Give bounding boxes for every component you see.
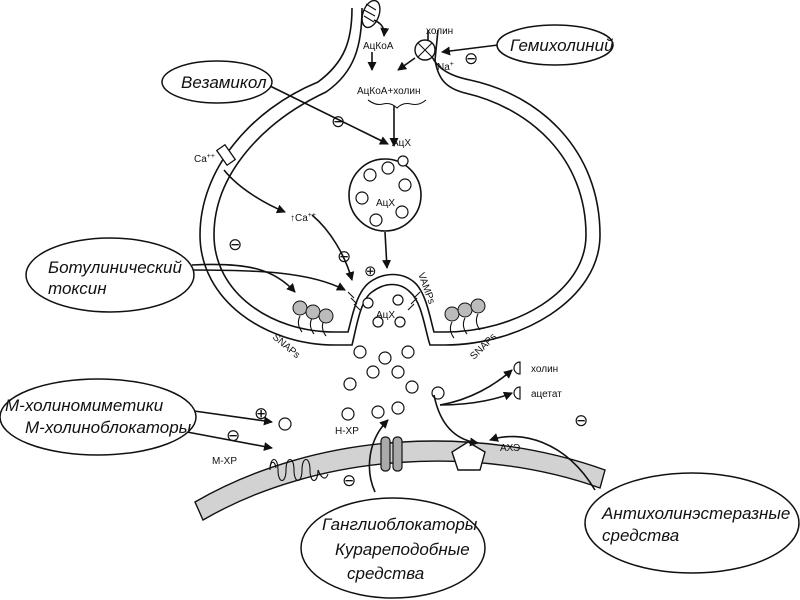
snare-proteins-right	[407, 291, 486, 339]
calcium-channel	[215, 143, 237, 167]
n-receptor-label: Н-ХР	[335, 426, 359, 437]
acetyl-coa-choline-label: АцКоА+холин	[357, 86, 420, 97]
vamps-label: VAMPs	[415, 271, 436, 305]
acetate-label: ацетат	[531, 389, 562, 400]
ca-outer-label: Ca++	[194, 153, 215, 165]
curare-like-label: Курареподобные	[335, 540, 470, 559]
fusing-vesicle-contents	[362, 294, 406, 328]
plus-sign: ⊕	[254, 404, 268, 423]
anticholinesterase-oval	[584, 472, 800, 574]
m-drugs-oval	[0, 378, 197, 456]
hydrolysis-products	[513, 361, 521, 400]
vesamicol-label: Везамикол	[181, 73, 267, 92]
minus-sign: ⊖	[342, 471, 356, 490]
n-cholinoreceptor	[380, 436, 403, 472]
plus-sign: ⊕	[364, 263, 377, 280]
presynaptic-membrane	[199, 7, 601, 346]
cleft-ach-molecules	[278, 345, 445, 431]
ach-vesicle-label: АцХ	[376, 198, 395, 209]
minus-sign: ⊖	[574, 411, 588, 430]
m-receptor-label: М-ХР	[212, 456, 237, 467]
snaps-right-label: SNAPs	[468, 332, 499, 363]
minus-sign: ⊖	[464, 49, 478, 68]
minus-sign: ⊖	[331, 112, 345, 131]
ach-top-label: АцХ	[392, 138, 411, 149]
hemicholinium-oval	[496, 24, 614, 66]
acetyl-coa-label: АцКоА	[363, 41, 394, 52]
minus-sign: ⊖	[226, 426, 240, 445]
hemicholinium-label: Гемихолиний	[510, 36, 614, 55]
synaptic-vesicle	[348, 155, 422, 232]
acetylcholinesterase	[451, 441, 486, 471]
choline-right-label: холин	[531, 364, 558, 375]
snaps-left-label: SNAPs	[270, 332, 302, 361]
anticholinesterase-label-line2: средства	[602, 526, 679, 545]
vesamicol-oval	[161, 60, 273, 104]
postsynaptic-membrane	[194, 440, 606, 521]
choline-transporter	[414, 39, 436, 61]
na-label: Na+	[437, 61, 454, 73]
mitochondrion-icon	[361, 0, 381, 29]
botulinum-oval	[25, 237, 195, 313]
snare-proteins-left	[292, 291, 361, 337]
botulinum-label-line1: Ботулинический	[48, 258, 183, 277]
agents-label: средства	[347, 564, 424, 583]
ach-cleft-label: АцХ	[376, 310, 395, 321]
pathway-arrows	[186, 19, 596, 493]
m-cholinoreceptor	[269, 458, 329, 482]
m-cholinoblockers-label: М-холиноблокаторы	[25, 418, 192, 437]
m-cholinomimetics-label: М-холиномиметики	[5, 396, 164, 415]
minus-sign: ⊖	[337, 247, 351, 266]
ca-inner-label: ↑Ca++	[290, 212, 316, 224]
ganglioblockers-label: Ганглиоблокаторы	[322, 515, 478, 534]
minus-sign: ⊖	[228, 235, 242, 254]
ache-label: АХЭ	[500, 443, 520, 454]
botulinum-label-line2: токсин	[48, 279, 107, 298]
choline-top-label: холин	[426, 26, 453, 37]
ganglioblockers-oval	[300, 497, 486, 599]
anticholinesterase-label-line1: Антихолинэстеразные	[601, 504, 790, 523]
